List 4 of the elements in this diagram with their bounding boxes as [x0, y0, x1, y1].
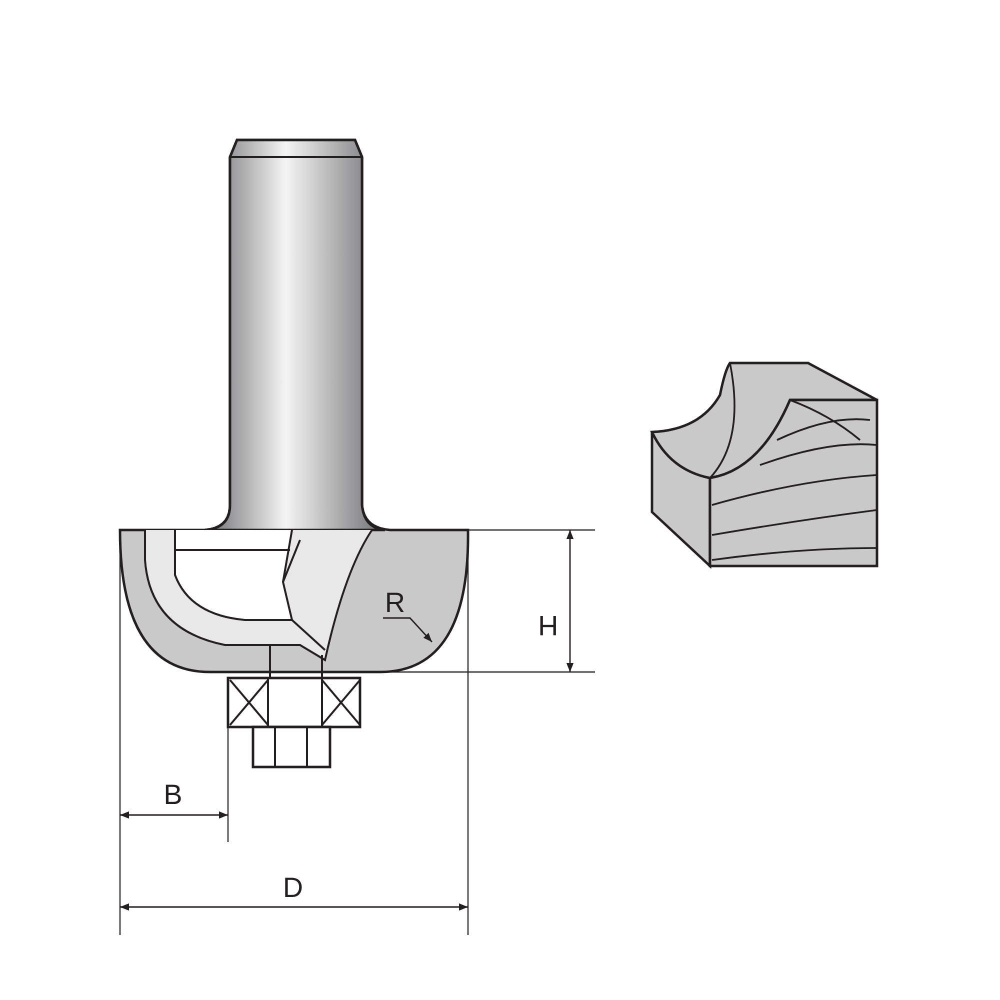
dimension-label: B — [164, 781, 182, 809]
dimension-label: R — [384, 589, 406, 617]
dimension-label: D — [282, 874, 304, 902]
dimension-label: H — [538, 611, 558, 640]
